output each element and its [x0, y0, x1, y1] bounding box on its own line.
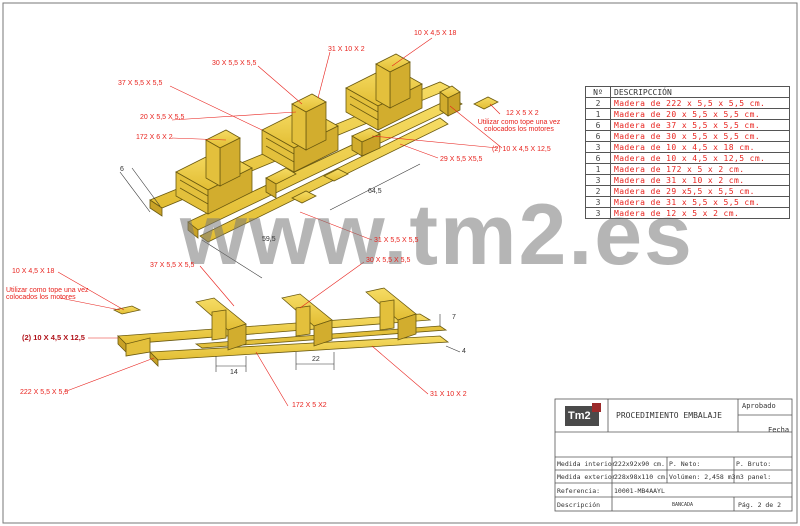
dim-22: 22 — [312, 356, 320, 363]
label-2x-10x45x125-top: (2) 10 X 4,5 X 12,5 — [492, 146, 551, 153]
upright-1 — [195, 297, 247, 351]
label-tope-note-bottom: Utilizar como tope una vez colocados los… — [6, 287, 89, 301]
medida-interior-label: Medida interior — [557, 460, 616, 468]
dim-14: 14 — [230, 369, 238, 376]
label-12x5x2: 12 X 5 X 2 — [506, 110, 539, 117]
dim-4: 4 — [462, 348, 466, 355]
label-31x55x55: 31 X 5,5 X 5,5 — [374, 237, 419, 244]
upright-2 — [281, 293, 333, 347]
volumen: Volúmen: 2,458 m3 — [669, 473, 736, 481]
loose-tope-1 — [473, 96, 499, 110]
leader-lines — [57, 37, 503, 407]
parts-table-header: Nº DESCRIPCCIÓN — [585, 86, 790, 98]
upright-3 — [365, 287, 417, 341]
logo: Tm2 — [568, 410, 591, 422]
label-10x45x18-bottom: 10 X 4,5 X 18 — [12, 268, 55, 275]
loose-tope-3 — [291, 190, 317, 204]
crate-block-2 — [261, 93, 339, 173]
descripcion-label: Descripción — [557, 501, 601, 509]
bottom-block — [125, 337, 151, 357]
medida-interior: 222x92x90 cm. — [614, 460, 665, 468]
label-172x6x2: 172 X 6 X 2 — [136, 134, 173, 141]
medida-exterior-label: Medida exterior — [557, 473, 616, 481]
p-bruto: P. Bruto: — [736, 460, 772, 468]
dim-6: 6 — [120, 166, 124, 173]
label-30x55x55: 30 X 5,5 X 5,5 — [212, 60, 257, 67]
label-20x55x55: 20 X 5,5 X 5,5 — [140, 114, 185, 121]
referencia: 10001-MB4AAYL — [614, 487, 665, 495]
crate-block-3 — [345, 53, 423, 131]
aprobado-label: Aprobado — [742, 402, 776, 410]
runner-low — [199, 117, 449, 243]
label-37x55x55: 37 X 5,5 X 5,5 — [118, 80, 163, 87]
crate-block-1 — [175, 129, 253, 215]
bottom-assembly — [112, 287, 450, 367]
m3-panel: m3 panel: — [736, 473, 772, 481]
procedure-title: PROCEDIMIENTO EMBALAJE — [616, 411, 722, 420]
referencia-label: Referencia: — [557, 487, 601, 495]
dim-645: 64,5 — [368, 188, 382, 195]
bottom-dimensions — [215, 314, 461, 372]
top-assembly — [149, 53, 499, 243]
label-172x5x2: 172 X 5 X2 — [292, 402, 327, 409]
label-37x55x55-bottom: 37 X 5,5 X 5,5 — [150, 262, 195, 269]
p-neto: P. Neto: — [669, 460, 701, 468]
dim-595: 59,5 — [262, 236, 276, 243]
descripcion: BANCADA — [672, 502, 694, 508]
row-desc: Madera de 12 x 5 x 2 cm. — [610, 207, 790, 219]
loose-tope-2 — [323, 168, 349, 182]
medida-exterior: 228x98x110 cm. — [614, 473, 669, 481]
page-number: Pág. 2 de 2 — [738, 501, 782, 509]
label-10x45x18: 10 X 4,5 X 18 — [414, 30, 457, 37]
label-31x10x2: 31 X 10 X 2 — [328, 46, 365, 53]
label-29x55x55: 29 X 5,5 X5,5 — [440, 156, 483, 163]
label-30x55x55-bottom: 30 X 5,5 X 5,5 — [366, 257, 411, 264]
label-2x-10x45x125-bottom: (2) 10 X 4,5 X 12,5 — [22, 333, 85, 342]
label-222x55x55: 222 X 5,5 X 5,5 — [20, 389, 69, 396]
label-tope-note-top: Utilizar como tope una vez colocados los… — [477, 119, 561, 133]
loose-tope-bottom — [112, 305, 142, 315]
dim-7: 7 — [452, 314, 456, 321]
fecha-label: Fecha — [768, 426, 790, 434]
top-dimensions — [119, 163, 421, 279]
label-31x10x2-bottom: 31 X 10 X 2 — [430, 391, 467, 398]
